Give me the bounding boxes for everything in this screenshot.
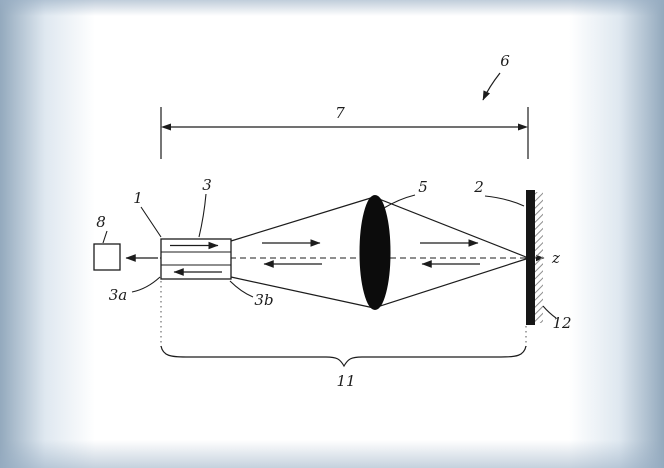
leader-line-3 bbox=[198, 193, 207, 238]
label-2: 2 bbox=[473, 178, 484, 196]
leader-line-3b bbox=[229, 280, 254, 298]
label-3: 3 bbox=[202, 176, 212, 194]
leader-arrow-6-icon bbox=[482, 72, 501, 101]
beam-lower-right bbox=[373, 258, 527, 309]
label-6: 6 bbox=[500, 52, 510, 70]
leader-line-3a bbox=[131, 276, 161, 293]
leader-line-2 bbox=[484, 195, 525, 207]
label-z: z bbox=[551, 249, 560, 267]
extent-brace bbox=[160, 345, 527, 368]
label-11: 11 bbox=[336, 372, 355, 390]
label-3b: 3b bbox=[254, 291, 273, 309]
mirror bbox=[526, 190, 535, 325]
dimension-arrowhead-left-icon bbox=[161, 123, 171, 131]
label-8: 8 bbox=[96, 213, 106, 231]
dimension-arrowhead-right-icon bbox=[518, 123, 528, 131]
label-1: 1 bbox=[133, 189, 143, 207]
beam-upper-right bbox=[373, 196, 527, 258]
detector-box bbox=[93, 243, 121, 271]
leader-line-5 bbox=[383, 194, 416, 209]
label-3a: 3a bbox=[109, 286, 128, 304]
lens bbox=[359, 195, 391, 310]
label-12: 12 bbox=[552, 314, 571, 332]
leader-line-8 bbox=[102, 230, 108, 244]
leader-line-1 bbox=[140, 206, 162, 238]
beam-upper-left bbox=[230, 196, 375, 242]
label-7: 7 bbox=[335, 104, 345, 122]
beam-lower-left bbox=[230, 276, 375, 309]
label-5: 5 bbox=[418, 178, 428, 196]
leader-line-12 bbox=[542, 305, 557, 319]
mirror-hatching bbox=[535, 192, 543, 323]
